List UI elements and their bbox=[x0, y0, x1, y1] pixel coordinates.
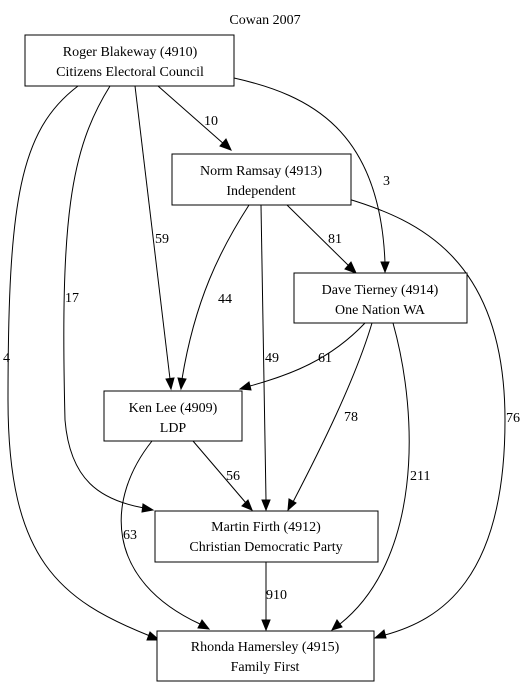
edge-label: 44 bbox=[218, 292, 232, 307]
node-name: Rhonda Hamersley (4915) bbox=[191, 640, 340, 655]
edge-blakeway-lee: 59 bbox=[134, 85, 175, 391]
edge-label: 76 bbox=[506, 411, 520, 426]
edge-label: 59 bbox=[155, 232, 169, 247]
edge-label: 10 bbox=[204, 114, 218, 129]
edge-ramsay-hamersley: 76 bbox=[344, 197, 520, 639]
edge-label: 3 bbox=[383, 174, 390, 189]
edge-lee-firth: 56 bbox=[192, 440, 253, 511]
edge-blakeway-hamersley: 4 bbox=[3, 85, 161, 641]
node-dave-tierney: Dave Tierney (4914) One Nation WA bbox=[293, 272, 468, 324]
node-name: Roger Blakeway (4910) bbox=[63, 45, 198, 60]
edge-label: 61 bbox=[318, 351, 332, 366]
edge-tierney-hamersley: 211 bbox=[331, 322, 430, 631]
edge-label: 4 bbox=[3, 351, 10, 366]
node-martin-firth: Martin Firth (4912) Christian Democratic… bbox=[154, 510, 379, 563]
edge-label: 910 bbox=[266, 588, 287, 603]
node-party: Family First bbox=[231, 660, 300, 675]
node-roger-blakeway: Roger Blakeway (4910) Citizens Electoral… bbox=[24, 34, 235, 87]
node-party: Citizens Electoral Council bbox=[56, 65, 204, 80]
node-party: LDP bbox=[160, 421, 187, 436]
edge-blakeway-tierney: 3 bbox=[233, 77, 390, 274]
diagram-title: Cowan 2007 bbox=[229, 13, 300, 28]
edge-ramsay-tierney: 81 bbox=[286, 204, 357, 274]
edge-tierney-firth: 78 bbox=[287, 322, 373, 512]
node-rhonda-hamersley: Rhonda Hamersley (4915) Family First bbox=[156, 630, 375, 682]
edge-label: 211 bbox=[410, 469, 430, 484]
edge-ramsay-lee: 44 bbox=[177, 204, 250, 391]
edge-blakeway-ramsay: 10 bbox=[157, 85, 232, 151]
edge-tierney-lee: 61 bbox=[238, 322, 366, 391]
edge-label: 78 bbox=[344, 410, 358, 425]
edge-label: 56 bbox=[226, 469, 240, 484]
edge-label: 17 bbox=[65, 291, 79, 306]
node-party: Christian Democratic Party bbox=[189, 540, 342, 555]
node-ken-lee: Ken Lee (4909) LDP bbox=[103, 390, 243, 442]
node-norm-ramsay: Norm Ramsay (4913) Independent bbox=[171, 153, 352, 206]
edge-label: 81 bbox=[328, 232, 342, 247]
node-name: Martin Firth (4912) bbox=[211, 520, 321, 535]
edge-firth-hamersley: 910 bbox=[261, 562, 287, 632]
node-name: Ken Lee (4909) bbox=[129, 401, 218, 416]
edge-label: 63 bbox=[123, 528, 137, 543]
edge-lee-hamersley: 63 bbox=[120, 440, 211, 630]
edge-label: 49 bbox=[265, 351, 279, 366]
node-party: Independent bbox=[226, 184, 295, 199]
node-name: Norm Ramsay (4913) bbox=[200, 164, 322, 179]
node-party: One Nation WA bbox=[335, 303, 426, 318]
edge-blakeway-firth: 17 bbox=[63, 85, 155, 513]
node-name: Dave Tierney (4914) bbox=[322, 283, 439, 298]
edge-ramsay-firth: 49 bbox=[260, 204, 279, 512]
